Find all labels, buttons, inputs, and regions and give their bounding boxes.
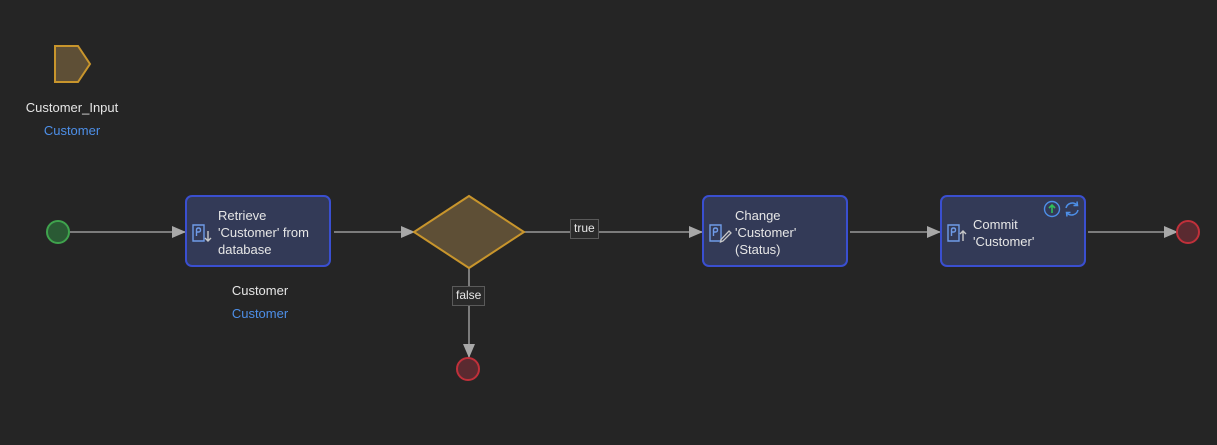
with-events-icon bbox=[1043, 200, 1061, 218]
activity-caption: Change 'Customer' (Status) bbox=[735, 208, 797, 257]
activity-commit-customer[interactable]: Commit 'Customer' bbox=[940, 195, 1086, 267]
retrieve-object-icon bbox=[191, 223, 215, 250]
commit-badges bbox=[1043, 199, 1081, 224]
parameter-name: Customer_Input bbox=[25, 100, 119, 115]
start-event-icon[interactable] bbox=[46, 220, 70, 244]
activity-caption: Commit 'Customer' bbox=[973, 217, 1035, 249]
exclusive-split-icon[interactable] bbox=[412, 194, 526, 270]
retrieve-output-name: Customer bbox=[231, 283, 289, 298]
refresh-in-client-icon bbox=[1065, 201, 1079, 217]
false-flow-label: false bbox=[452, 286, 486, 306]
activity-retrieve-customer[interactable]: Retrieve 'Customer' from database bbox=[185, 195, 331, 267]
end-event-icon[interactable] bbox=[1176, 220, 1200, 244]
retrieve-output-type: Customer bbox=[231, 306, 289, 321]
input-parameter-icon[interactable] bbox=[54, 45, 92, 83]
activity-change-customer[interactable]: Change 'Customer' (Status) bbox=[702, 195, 848, 267]
change-object-icon bbox=[708, 223, 732, 250]
parameter-type: Customer bbox=[43, 123, 101, 138]
activity-caption: Retrieve 'Customer' from database bbox=[218, 208, 309, 257]
commit-object-icon bbox=[946, 223, 970, 250]
end-event-icon[interactable] bbox=[456, 357, 480, 381]
true-flow-label: true bbox=[570, 219, 599, 239]
